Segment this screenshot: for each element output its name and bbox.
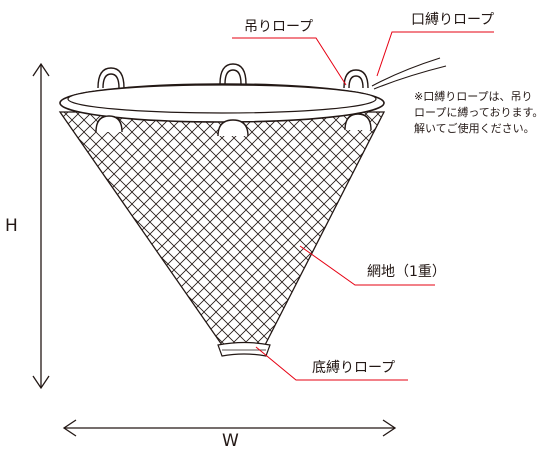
width-label: W xyxy=(222,431,239,451)
leader-suspension-rope xyxy=(232,37,347,86)
label-mouth-rope: 口縛りロープ xyxy=(411,12,495,28)
back-loops xyxy=(97,63,369,89)
leader-lines xyxy=(232,31,494,381)
bottom-binding xyxy=(217,341,271,357)
usage-note: ※口縛りロープは、吊り ロープに縛っております。 解いてご使用ください。 xyxy=(414,89,543,137)
net-body xyxy=(58,111,386,346)
net-rim xyxy=(59,83,385,123)
height-label: H xyxy=(5,216,18,236)
label-net: 網地（1重） xyxy=(367,264,446,280)
width-dimension-arrow xyxy=(62,419,397,437)
leader-net xyxy=(299,245,435,286)
leader-mouth-rope xyxy=(376,31,494,77)
note-line-2: ロープに縛っております。 xyxy=(414,106,544,119)
label-bottom-rope: 底縛りロープ xyxy=(312,360,396,376)
height-dimension-arrow xyxy=(32,62,50,390)
note-line-1: ※口縛りロープは、吊り xyxy=(414,90,533,103)
note-line-3: 解いてご使用ください。 xyxy=(414,122,535,135)
label-suspension-rope: 吊りロープ xyxy=(244,19,314,35)
leader-bottom-rope xyxy=(255,346,408,381)
front-loops xyxy=(95,113,372,137)
mouth-rope-ends xyxy=(371,57,447,90)
